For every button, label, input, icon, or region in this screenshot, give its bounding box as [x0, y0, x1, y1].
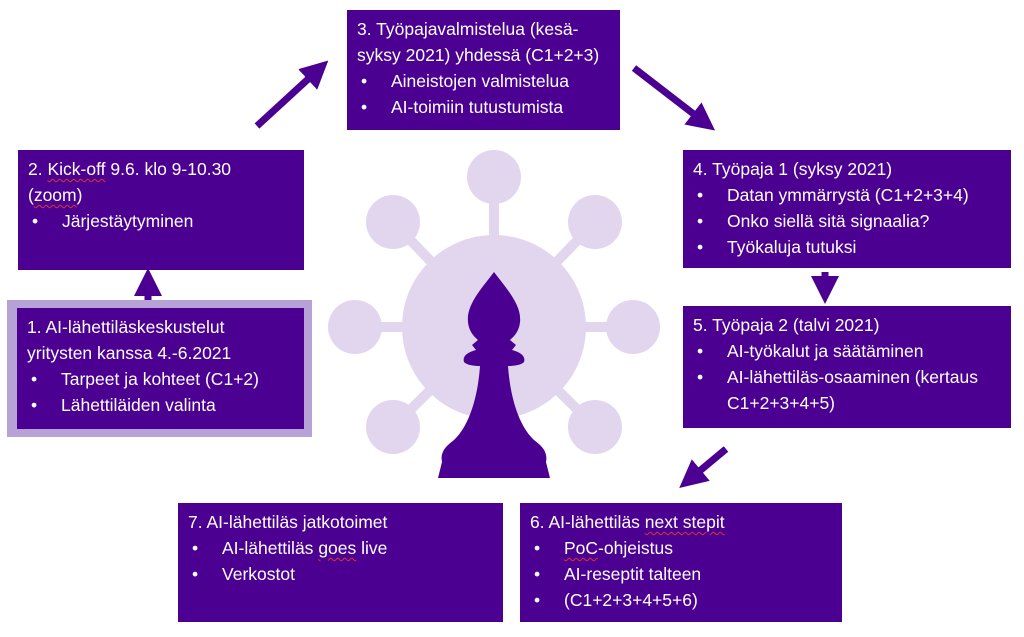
step-3-bullet: Aineistojen valmistelua — [357, 68, 610, 94]
step-4-bullet: Datan ymmärrystä (C1+2+3+4) — [693, 182, 1001, 208]
step-3-box: 3. Työpajavalmistelua (kesä-syksy 2021) … — [347, 10, 620, 130]
bishop-chess-piece-icon — [438, 272, 550, 478]
step-6-bullet: PoC-ohjeistus — [530, 535, 832, 561]
paren: ) — [76, 185, 83, 205]
arrow-5-to-6 — [679, 446, 729, 488]
step-2-title-kickoff: Kick-off — [47, 159, 106, 179]
arrow-3-to-4 — [631, 65, 716, 131]
step-5-bullet: AI-työkalut ja säätäminen — [693, 338, 1001, 364]
step-6-title-main: 6. AI-lähettiläs — [530, 512, 640, 532]
flow-arrows — [134, 60, 839, 488]
step-5-bullet: AI-lähettiläs-osaaminen (kertaus C1+2+3+… — [693, 364, 1001, 416]
step-4-bullet: Onko siellä sitä signaalia? — [693, 208, 1001, 234]
step-2-box: 2. Kick-off 9.6. klo 9-10.30 (zoom) Järje… — [18, 150, 304, 270]
step-5-title: 5. Työpaja 2 (talvi 2021) — [693, 315, 880, 335]
step-7-box: 7. AI-lähettiläs jatkotoimet AI-lähettil… — [178, 503, 503, 622]
step-2-bullet: Järjestäytyminen — [28, 208, 294, 234]
step-6-title: 6. AI-lähettiläs next stepit — [530, 509, 832, 535]
step-4-box: 4. Työpaja 1 (syksy 2021) Datan ymmärrys… — [683, 150, 1011, 268]
step-6-box: 6. AI-lähettiläs next stepit PoC-ohjeist… — [520, 503, 842, 622]
step-6-bullet: AI-reseptit talteen — [530, 561, 832, 587]
bullet-text-live: live — [361, 538, 388, 558]
poc-text: PoC — [564, 538, 599, 558]
step-2-title-time: 9.6. klo 9-10.30 — [110, 159, 232, 179]
paren: ( — [28, 185, 34, 205]
step-3-title: 3. Työpajavalmistelua (kesä-syksy 2021) … — [357, 19, 600, 65]
step-7-bullet: AI-lähettiläs goes live — [188, 535, 493, 561]
step-2-title-zoom: zoom — [33, 185, 77, 205]
step-2-title: 2. Kick-off 9.6. klo 9-10.30 (zoom) — [28, 156, 294, 208]
step-1-box: 1. AI-lähettiläskeskustelut yritysten ka… — [17, 308, 304, 429]
step-7-bullet: Verkostot — [188, 561, 493, 587]
step-7-title: 7. AI-lähettiläs jatkotoimet — [188, 512, 388, 532]
step-4-bullet: Työkaluja tutuksi — [693, 234, 1001, 260]
bullet-text: AI-lähettiläs — [222, 538, 314, 558]
ohjeistus-text: -ohjeistus — [598, 538, 673, 558]
step-3-bullet: AI-toimiin tutustumista — [357, 94, 610, 120]
step-1-title: 1. AI-lähettiläskeskustelut yritysten ka… — [27, 317, 232, 363]
step-1-bullet: Lähettiläiden valinta — [27, 392, 294, 418]
arrow-2-to-3 — [254, 60, 329, 129]
step-2-number: 2. — [28, 159, 43, 179]
step-5-box: 5. Työpaja 2 (talvi 2021) AI-työkalut ja… — [683, 306, 1011, 428]
bullet-text-goes: goes — [318, 538, 357, 558]
step-6-bullet: (C1+2+3+4+5+6) — [530, 587, 832, 613]
step-1-bullet: Tarpeet ja kohteet (C1+2) — [27, 366, 294, 392]
step-6-title-next: next stepit — [644, 512, 725, 532]
step-4-title: 4. Työpaja 1 (syksy 2021) — [693, 159, 893, 179]
